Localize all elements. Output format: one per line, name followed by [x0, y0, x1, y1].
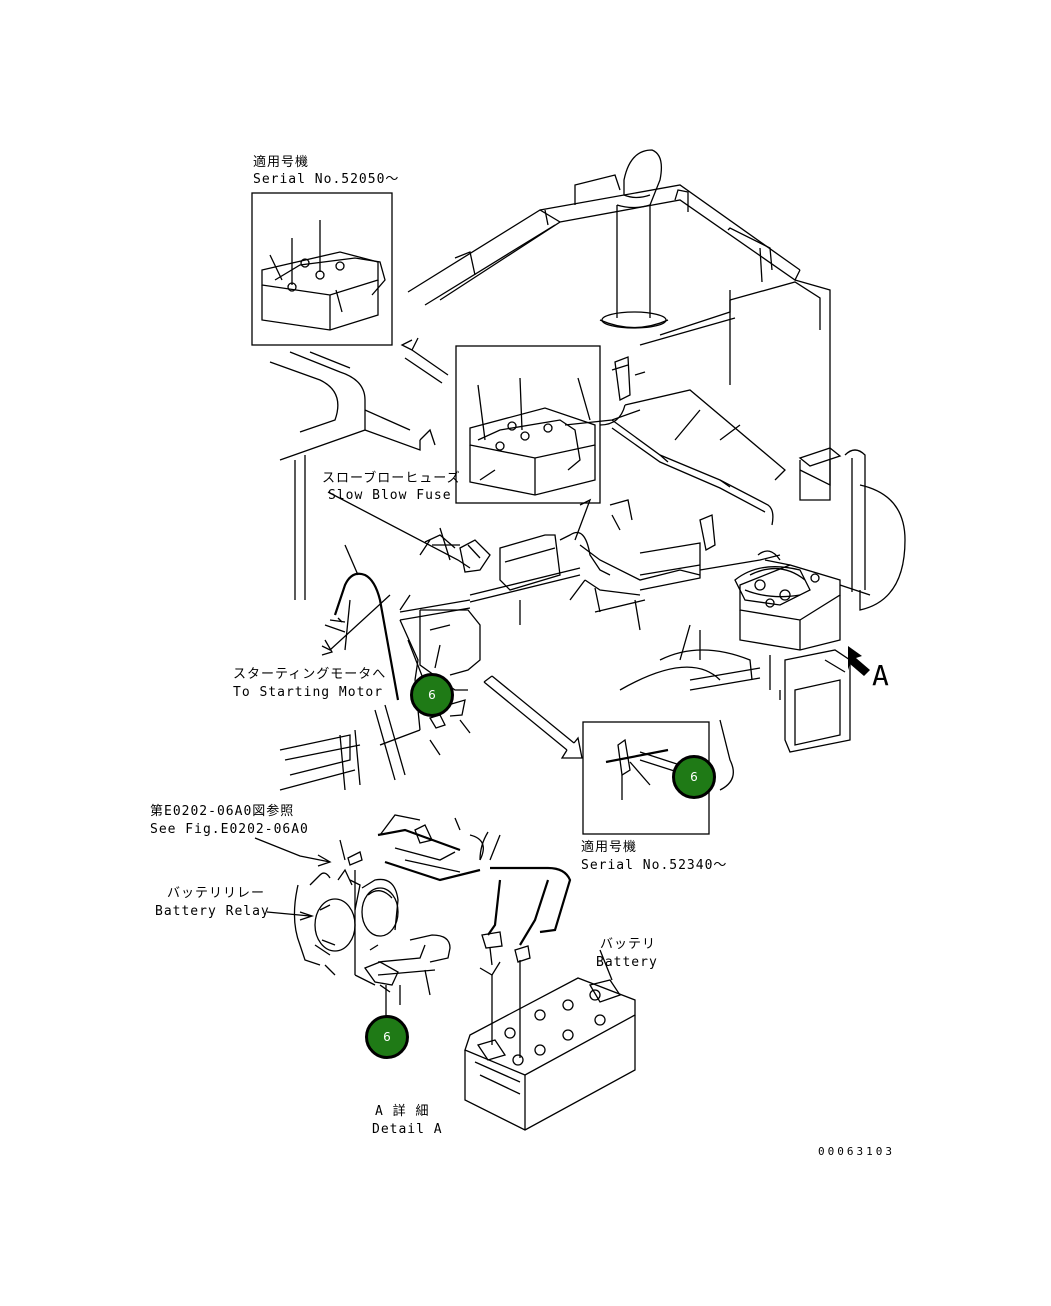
harness-route	[599, 356, 786, 526]
detail-a-assembly	[293, 814, 636, 1131]
detail-a-jp-label: A 詳 細	[375, 1104, 430, 1119]
serial-52050-en-label: Serial No.52050～	[253, 172, 400, 187]
mid-harness	[399, 469, 781, 631]
detail-a-en-label: Detail A	[372, 1122, 443, 1137]
starting-motor-jp-label: スターティングモータへ	[233, 667, 387, 682]
machine-body-outline	[407, 149, 906, 791]
starting-motor-en-label: To Starting Motor	[233, 685, 384, 700]
serial-52050-jp-label: 適用号機	[253, 155, 310, 170]
inset-pointer-arrow	[400, 337, 449, 384]
left-frame-outline	[269, 351, 436, 791]
serial-52340-jp-label: 適用号機	[581, 840, 638, 855]
callout-6-main[interactable]: 6	[410, 673, 454, 717]
view-a-letter: A	[872, 659, 889, 692]
view-arrow-a	[848, 646, 870, 676]
serial-52340-en-label: Serial No.52340～	[581, 858, 728, 873]
starting-motor-cable	[324, 544, 481, 756]
drawing-number: 00063103	[818, 1145, 895, 1158]
slow-blow-fuse-en-label: Slow Blow Fuse	[328, 488, 452, 503]
see-figure-jp-label: 第E0202-06A0図参照	[150, 804, 295, 819]
battery-right	[734, 550, 841, 651]
slow-blow-fuse-jp-label: スローブローヒューズ	[322, 471, 461, 486]
battery-en-label: Battery	[596, 955, 658, 970]
detail-pointer-arrow	[483, 675, 583, 759]
see-figure-en-label: See Fig.E0202-06A0	[150, 822, 309, 837]
battery-relay-en-label: Battery Relay	[155, 904, 270, 919]
inset-serial-52050	[251, 192, 393, 346]
battery-jp-label: バッテリ	[600, 937, 657, 952]
callout-6-inset[interactable]: 6	[672, 755, 716, 799]
battery-relay-jp-label: バッテリリレー	[167, 886, 266, 901]
callout-6-detail[interactable]: 6	[365, 1015, 409, 1059]
